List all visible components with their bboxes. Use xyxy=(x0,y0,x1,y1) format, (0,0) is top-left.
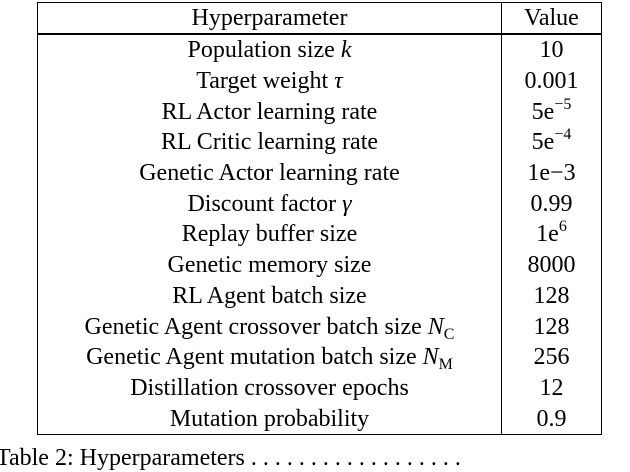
param-value: 0.9 xyxy=(536,405,567,432)
param-value: 0.001 xyxy=(524,68,579,95)
param-cell: Discount factor γ xyxy=(37,188,502,220)
param-variable: N xyxy=(427,313,444,340)
param-value: 1e−3 xyxy=(527,160,576,187)
value-cell: 1e−3 xyxy=(501,157,602,189)
value-exponent: 6 xyxy=(558,218,567,236)
param-cell: RL Critic learning rate xyxy=(37,127,502,158)
param-value: 5e xyxy=(531,98,555,125)
value-cell: 1e6 xyxy=(501,218,602,250)
value-cell: 256 xyxy=(501,341,602,373)
param-value: 12 xyxy=(539,374,564,401)
value-exponent: −4 xyxy=(554,126,572,144)
param-value: 256 xyxy=(533,344,570,371)
param-label: RL Agent batch size xyxy=(172,282,367,309)
param-subscript: C xyxy=(443,325,455,343)
param-cell: Population size k xyxy=(37,34,502,66)
value-cell: 0.9 xyxy=(501,403,602,435)
value-cell: 0.99 xyxy=(501,188,602,220)
table-row: Population size k 10 xyxy=(37,34,602,66)
table-row: RL Agent batch size 128 xyxy=(37,280,602,312)
param-value: 0.99 xyxy=(530,190,573,217)
param-cell: Mutation probability xyxy=(37,403,502,435)
table-row: Genetic Agent crossover batch size NC 128 xyxy=(37,311,602,343)
table-row: Mutation probability 0.9 xyxy=(37,403,602,435)
param-variable: k xyxy=(340,37,352,64)
param-label: RL Actor learning rate xyxy=(161,98,378,125)
param-label: Replay buffer size xyxy=(181,221,358,248)
table-row: Genetic Agent mutation batch size NM 256 xyxy=(37,341,602,374)
param-variable: γ xyxy=(342,190,352,217)
param-label: Discount factor xyxy=(187,190,343,217)
param-cell: Distillation crossover epochs xyxy=(37,372,502,404)
table-row: Discount factor γ 0.99 xyxy=(37,188,602,220)
value-cell: 12 xyxy=(501,372,602,404)
value-cell: 128 xyxy=(501,280,602,312)
param-cell: Genetic Agent mutation batch size NM xyxy=(37,341,502,374)
param-value: 5e xyxy=(531,129,555,156)
param-label: Mutation probability xyxy=(169,405,370,432)
param-label: Population size xyxy=(187,37,341,64)
param-cell: Genetic Actor learning rate xyxy=(37,157,502,189)
value-cell: 8000 xyxy=(501,249,602,281)
caption-text: Table 2: Hyperparameters xyxy=(0,445,245,471)
hyperparameter-table: Hyperparameter Value Population size k 10… xyxy=(37,2,602,435)
table-row: Replay buffer size 1e6 xyxy=(37,218,602,250)
param-label: Genetic Agent crossover batch size xyxy=(84,313,428,340)
param-cell: Genetic memory size xyxy=(37,249,502,281)
caption-rest: . . . . . . . . . . . . . . . . . . xyxy=(250,445,461,471)
header-value: Value xyxy=(501,2,602,35)
param-variable: τ xyxy=(334,68,343,95)
value-exponent: −5 xyxy=(554,95,572,113)
table-row: RL Actor learning rate 5e−5 xyxy=(37,95,602,128)
param-cell: RL Agent batch size xyxy=(37,280,502,312)
value-cell: 5e−5 xyxy=(501,95,602,128)
param-value: 8000 xyxy=(527,252,576,279)
param-cell: Target weight τ xyxy=(37,65,502,97)
value-cell: 5e−4 xyxy=(501,126,602,158)
param-value: 128 xyxy=(533,282,570,309)
param-subscript: M xyxy=(438,356,453,374)
header-hyperparameter: Hyperparameter xyxy=(37,2,502,35)
param-cell: Replay buffer size xyxy=(37,219,502,250)
param-label: Genetic Actor learning rate xyxy=(139,160,400,187)
param-value: 1e xyxy=(536,221,559,248)
value-cell: 128 xyxy=(501,311,602,342)
table-row: Distillation crossover epochs 12 xyxy=(37,372,602,404)
header-row: Hyperparameter Value xyxy=(37,2,602,35)
param-label: Target weight xyxy=(196,68,335,95)
table-row: Genetic Actor learning rate 1e−3 xyxy=(37,157,602,189)
param-label: Genetic Agent mutation batch size xyxy=(86,344,423,371)
table-row: RL Critic learning rate 5e−4 xyxy=(37,126,602,158)
param-cell: RL Actor learning rate xyxy=(37,96,502,128)
value-cell: 0.001 xyxy=(501,65,602,97)
param-label: RL Critic learning rate xyxy=(160,129,379,156)
param-value: 128 xyxy=(533,313,570,340)
param-label: Distillation crossover epochs xyxy=(130,374,409,401)
table-row: Genetic memory size 8000 xyxy=(37,249,602,281)
table-row: Target weight τ 0.001 xyxy=(37,65,602,97)
param-variable: N xyxy=(422,344,439,371)
table-caption: Table 2: Hyperparameters. . . . . . . . … xyxy=(0,444,461,472)
param-label: Genetic memory size xyxy=(167,252,372,279)
param-value: 10 xyxy=(539,37,564,64)
value-cell: 10 xyxy=(501,34,602,66)
param-cell: Genetic Agent crossover batch size NC xyxy=(37,311,502,343)
